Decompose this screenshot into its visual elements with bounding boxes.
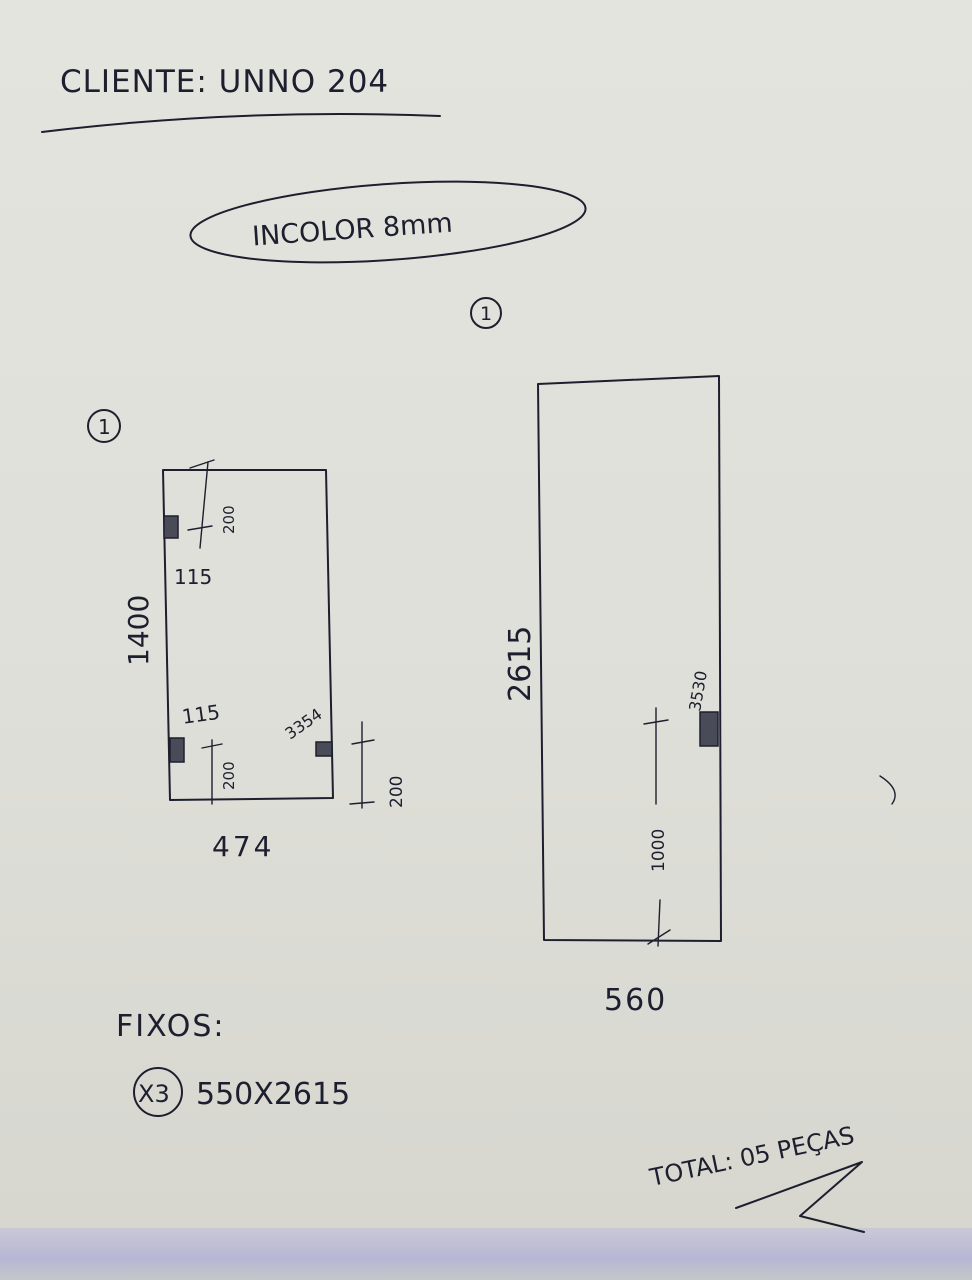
bottom-hinge-offset: 200 [220, 761, 238, 790]
fixed-heading: FIXOS: [116, 1009, 226, 1044]
fixed-quantity: X3 [138, 1080, 170, 1108]
piece-right-width: 560 [604, 983, 667, 1018]
piece-right-outline [537, 375, 722, 942]
bottom-hinge-label: 115 [180, 700, 221, 729]
handle-mark [699, 711, 719, 747]
material-oval [189, 180, 587, 264]
piece-left-marker-text: 1 [98, 415, 111, 439]
piece-left-height: 1400 [122, 595, 155, 666]
bottom-edge-strip [0, 1228, 972, 1280]
piece-left-marker: 1 [87, 409, 121, 443]
lock-offset: 200 [387, 776, 407, 808]
signature-stroke [735, 1161, 865, 1233]
lock-mark [315, 741, 333, 757]
piece-right-height: 2615 [503, 626, 538, 702]
bottom-hinge-mark [169, 737, 185, 763]
header-underline [41, 113, 441, 133]
client-line: CLIENTE: UNNO 204 [60, 64, 389, 100]
piece-left-width: 474 [212, 830, 274, 863]
piece-left-outline [162, 469, 334, 801]
handle-code: 3530 [685, 669, 711, 712]
material-label: INCOLOR 8mm [251, 208, 453, 253]
handle-offset: 1000 [649, 829, 669, 872]
top-hinge-offset: 200 [220, 505, 238, 534]
bottom-hinge-dimension [201, 739, 223, 805]
top-hinge-mark [163, 515, 179, 539]
top-hinge-dimension [187, 459, 215, 549]
fixed-quantity-circle [133, 1067, 183, 1117]
total-label: TOTAL: 05 PEÇAS [646, 1121, 856, 1192]
lock-dimension [349, 721, 375, 809]
piece-right-marker: 1 [470, 297, 502, 329]
piece-right-marker-text: 1 [480, 303, 492, 325]
handle-dimension [643, 707, 671, 947]
paper-mark [879, 775, 896, 805]
fixed-size: 550X2615 [196, 1077, 350, 1112]
top-hinge-label: 115 [174, 565, 212, 589]
lock-code: 3354 [281, 704, 325, 743]
